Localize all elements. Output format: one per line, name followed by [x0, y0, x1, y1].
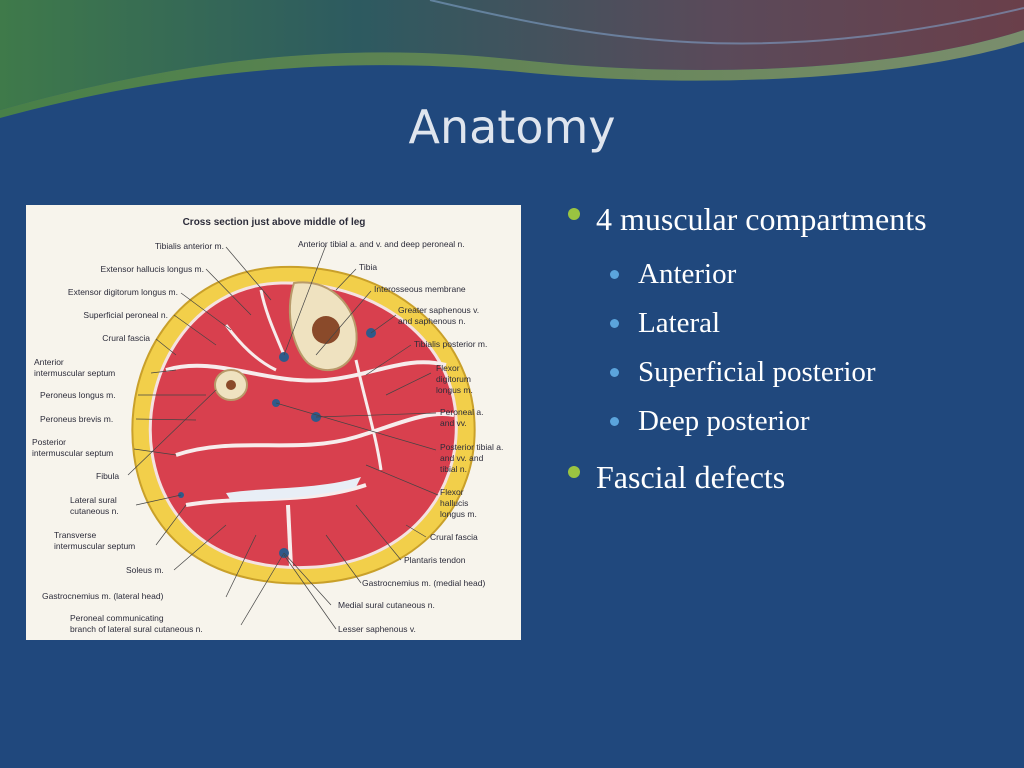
label-anterior-tibial: Anterior tibial a. and v. and deep peron…	[298, 239, 465, 249]
sub-bullet-item: Superficial posterior	[608, 348, 1006, 397]
bullet-item: Fascial defects	[566, 454, 1006, 500]
label-soleus: Soleus m.	[126, 565, 164, 575]
label-flexor-digitorum-longus: longus m.	[436, 385, 473, 395]
label-interosseous-membrane: Interosseous membrane	[374, 284, 466, 294]
label-peroneus-longus: Peroneus longus m.	[40, 390, 116, 400]
left-labels: Tibialis anterior m. Extensor hallucis l…	[68, 241, 224, 343]
label-gastrocnemius-lateral: Gastrocnemius m. (lateral head)	[42, 591, 164, 601]
label-crural-fascia-left: Crural fascia	[102, 333, 150, 343]
label-plantaris-tendon: Plantaris tendon	[404, 555, 466, 565]
label-flexor-2: Flexor	[440, 487, 464, 497]
sub-bullet-item: Anterior	[608, 250, 1006, 299]
label-extensor-hallucis-longus: Extensor hallucis longus m.	[101, 264, 204, 274]
left-labels-start: Anterior intermuscular septum Peroneus l…	[32, 357, 203, 634]
sub-bullet-text: Deep posterior	[638, 405, 810, 437]
label-transverse: Transverse	[54, 530, 96, 540]
label-flexor-hallucis: hallucis	[440, 498, 468, 508]
right-labels: Anterior tibial a. and v. and deep peron…	[298, 239, 503, 634]
label-peroneal-artery: Peroneal a.	[440, 407, 483, 417]
bullet-dot-icon	[568, 466, 580, 478]
leader-lines	[127, 244, 439, 630]
label-anterior: Anterior	[34, 357, 64, 367]
sub-bullet-text: Anterior	[638, 258, 737, 290]
sub-bullet-item: Deep posterior	[608, 397, 1006, 446]
sub-bullet-dot-icon	[610, 270, 619, 279]
label-peroneal-communicating: Peroneal communicating	[70, 613, 164, 623]
label-anterior-septum: intermuscular septum	[34, 368, 115, 378]
aponeurosis	[226, 477, 361, 501]
figure-heading: Cross section just above middle of leg	[183, 217, 366, 228]
label-posterior: Posterior	[32, 437, 66, 447]
header-swoosh-decoration	[0, 0, 1024, 118]
sub-bullet-text: Lateral	[638, 307, 721, 339]
sub-bullet-item: Lateral	[608, 299, 1006, 348]
tibia-marrow	[312, 316, 340, 344]
label-tibial-nerve: tibial n.	[440, 464, 467, 474]
label-peroneal-veins: and vv.	[440, 418, 467, 428]
label-tibialis-posterior: Tibialis posterior m.	[414, 339, 487, 349]
label-extensor-digitorum-longus: Extensor digitorum longus m.	[68, 287, 178, 297]
label-posterior-septum: intermuscular septum	[32, 448, 113, 458]
leg-cross-section-figure: Cross section just above middle of leg	[26, 205, 521, 640]
sub-bullet-text: Superficial posterior	[638, 356, 876, 388]
label-peroneus-brevis: Peroneus brevis m.	[40, 414, 113, 424]
label-gastrocnemius-medial: Gastrocnemius m. (medial head)	[362, 578, 485, 588]
label-posterior-tibial-veins: and vv. and	[440, 453, 484, 463]
label-flexor-digitorum: digitorum	[436, 374, 471, 384]
bullet-text: 4 muscular compartments	[596, 201, 927, 237]
label-lesser-saphenous: Lesser saphenous v.	[338, 624, 416, 634]
label-saphenous-nerve: and saphenous n.	[398, 316, 466, 326]
label-fibula: Fibula	[96, 471, 119, 481]
cross-section-illustration: Cross section just above middle of leg	[32, 217, 503, 634]
label-greater-saphenous: Greater saphenous v.	[398, 305, 479, 315]
label-lateral-sural: Lateral sural	[70, 495, 117, 505]
label-posterior-tibial: Posterior tibial a.	[440, 442, 503, 452]
label-superficial-peroneal-nerve: Superficial peroneal n.	[83, 310, 168, 320]
label-tibialis-anterior: Tibialis anterior m.	[155, 241, 224, 251]
slide-title: Anatomy	[408, 100, 616, 154]
bullet-item: 4 muscular compartments Anterior Lateral…	[566, 196, 1006, 446]
sub-bullet-list: Anterior Lateral Superficial posterior D…	[608, 250, 1006, 446]
bullet-list: 4 muscular compartments Anterior Lateral…	[566, 196, 1006, 500]
label-crural-fascia-right: Crural fascia	[430, 532, 478, 542]
sub-bullet-dot-icon	[610, 417, 619, 426]
sub-bullet-dot-icon	[610, 319, 619, 328]
label-flexor-hallucis-longus: longus m.	[440, 509, 477, 519]
label-tibia: Tibia	[359, 262, 377, 272]
muscle-mass	[148, 281, 458, 570]
label-transverse-septum: intermuscular septum	[54, 541, 135, 551]
label-flexor: Flexor	[436, 363, 460, 373]
label-medial-sural: Medial sural cutaneous n.	[338, 600, 435, 610]
label-peroneal-communicating-branch: branch of lateral sural cutaneous n.	[70, 624, 203, 634]
sub-bullet-dot-icon	[610, 368, 619, 377]
bullet-text: Fascial defects	[596, 459, 786, 495]
bullet-dot-icon	[568, 208, 580, 220]
label-lateral-sural-nerve: cutaneous n.	[70, 506, 119, 516]
